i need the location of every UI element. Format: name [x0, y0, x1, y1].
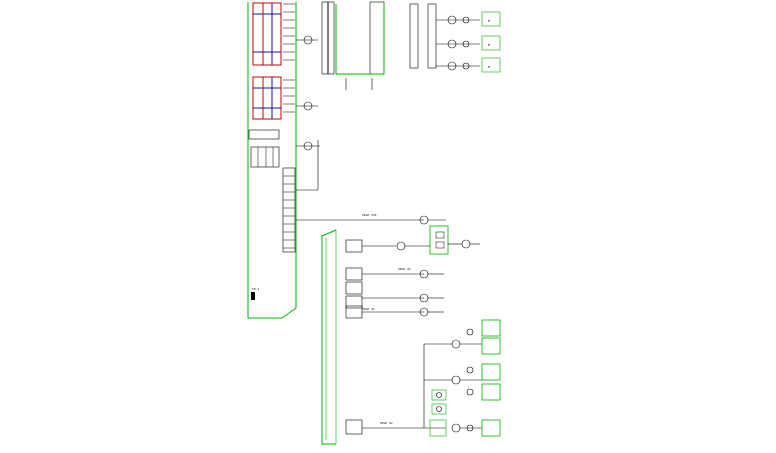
load-label-1: M [488, 19, 490, 23]
load-box [481, 319, 501, 337]
annotations: XPLE 3x6 XPLE 4x XPLE 4x XPLE 4x TD-1 M … [252, 19, 490, 425]
sub-panel [345, 281, 363, 295]
meter-symbol [447, 61, 457, 71]
panel-id-label: TD-1 [252, 287, 259, 291]
terminal-strip [282, 167, 296, 253]
upper-cabinets [321, 1, 385, 90]
busbar [409, 3, 419, 69]
lower-branch [423, 328, 482, 437]
upper-right-loads [409, 3, 501, 73]
control-panel-mid [252, 76, 282, 120]
breaker-block [250, 146, 280, 168]
load-box [481, 35, 501, 51]
load-box [481, 11, 501, 27]
load-label-3: M [488, 65, 490, 69]
meter-symbol [447, 15, 457, 25]
sub-panels [345, 239, 444, 435]
load-box [481, 383, 501, 401]
breaker-block [248, 129, 280, 140]
cable-label-b: XPLE 4x [380, 421, 393, 425]
load-box [481, 337, 501, 355]
busbar [427, 3, 437, 69]
meter-symbol [303, 141, 313, 151]
lower-load-boxes [481, 319, 501, 437]
meter-symbol [447, 39, 457, 49]
meter-symbol [303, 35, 313, 45]
main-distribution-board [247, 2, 297, 319]
board-id-marker [251, 292, 255, 300]
secondary-distribution-frame [321, 229, 337, 445]
main-board-frame [247, 2, 297, 319]
load-box [481, 57, 501, 73]
upper-cabinet-bus [327, 2, 329, 74]
control-panel-top [252, 2, 282, 66]
control-box [429, 225, 449, 255]
load-box [481, 419, 501, 437]
cable-label-main: XPLE 3x6 [362, 213, 377, 217]
top-feeders [296, 35, 446, 225]
meter-symbol [303, 101, 313, 111]
terminal-ticks [283, 3, 295, 249]
sub-panel [345, 419, 363, 435]
load-box [481, 363, 501, 381]
generator-assembly [405, 225, 480, 255]
sub-panel [345, 295, 363, 309]
cable-label-a: XPLE 4x [398, 267, 411, 271]
cable-label-c: XPLE 4x [362, 307, 375, 311]
load-label-2: M [488, 43, 490, 47]
